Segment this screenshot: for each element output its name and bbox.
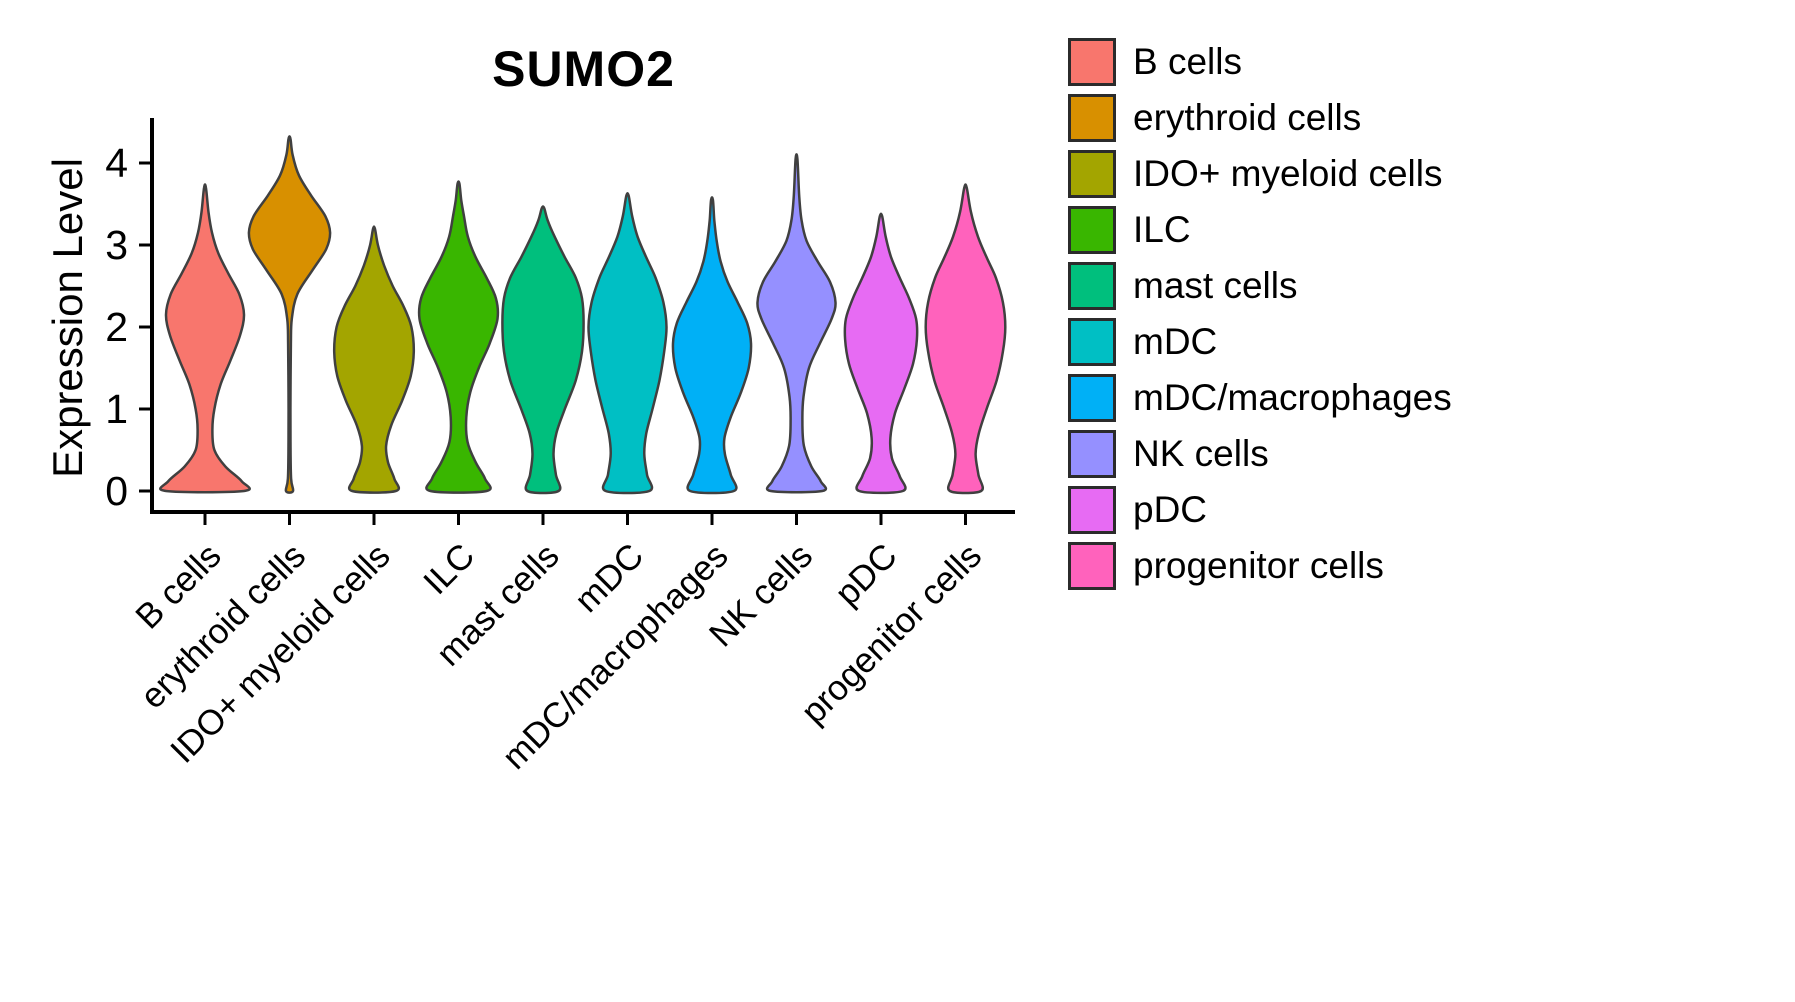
legend-item-nk-cells: NK cells: [1068, 430, 1452, 478]
y-tick-label: 3: [105, 222, 128, 268]
violin-mdc-macrophages: [671, 196, 753, 495]
legend-swatch-ilc: [1068, 206, 1116, 254]
legend-item-progenitor-cells: progenitor cells: [1068, 542, 1452, 590]
y-tick-label: 1: [105, 386, 128, 432]
y-tick-label: 0: [105, 468, 128, 514]
legend-label: mast cells: [1133, 265, 1298, 306]
chart-title: SUMO2: [492, 41, 675, 97]
legend-swatch-b-cells: [1068, 38, 1116, 86]
violin-erythroid-cells: [247, 135, 332, 494]
legend-label: IDO+ myeloid cells: [1133, 153, 1443, 194]
violin-mast-cells: [501, 205, 585, 495]
legend-item-b-cells: B cells: [1068, 38, 1452, 86]
legend-item-ido-myeloid-cells: IDO+ myeloid cells: [1068, 150, 1452, 198]
legend-label: mDC: [1133, 321, 1218, 362]
x-tick-label-ilc: ILC: [416, 536, 482, 602]
violin-nk-cells: [756, 153, 837, 494]
legend-label: B cells: [1133, 41, 1242, 82]
legend-label: NK cells: [1133, 433, 1269, 474]
legend-item-ilc: ILC: [1068, 206, 1452, 254]
legend-swatch-nk-cells: [1068, 430, 1116, 478]
violin-mdc: [587, 192, 668, 495]
violins: [159, 135, 1007, 495]
legend-swatch-ido-myeloid-cells: [1068, 150, 1116, 198]
violin-ido-myeloid-cells: [332, 225, 416, 494]
legend-item-mdc: mDC: [1068, 318, 1452, 366]
legend-item-erythroid-cells: erythroid cells: [1068, 94, 1452, 142]
violin-ilc: [417, 180, 500, 494]
legend-label: ILC: [1133, 209, 1191, 250]
violin-b-cells: [159, 183, 251, 494]
legend-label: erythroid cells: [1133, 97, 1362, 138]
legend-label: pDC: [1133, 489, 1208, 530]
legend-label: progenitor cells: [1133, 545, 1384, 586]
violin-progenitor-cells: [924, 183, 1007, 495]
legend-swatch-progenitor-cells: [1068, 542, 1116, 590]
legend-swatch-mast-cells: [1068, 262, 1116, 310]
legend-swatch-pdc: [1068, 486, 1116, 534]
legend-swatch-mdc: [1068, 318, 1116, 366]
violin-pdc: [843, 212, 919, 495]
x-tick-label-pdc: pDC: [828, 536, 905, 613]
legend-item-mast-cells: mast cells: [1068, 262, 1452, 310]
y-tick-label: 4: [105, 140, 128, 186]
legend-item-pdc: pDC: [1068, 486, 1452, 534]
y-axis-label: Expression Level: [44, 158, 91, 478]
legend-label: mDC/macrophages: [1133, 377, 1452, 418]
legend-swatch-erythroid-cells: [1068, 94, 1116, 142]
legend-swatch-mdc-macrophages: [1068, 374, 1116, 422]
y-tick-label: 2: [105, 304, 128, 350]
legend-item-mdc-macrophages: mDC/macrophages: [1068, 374, 1452, 422]
